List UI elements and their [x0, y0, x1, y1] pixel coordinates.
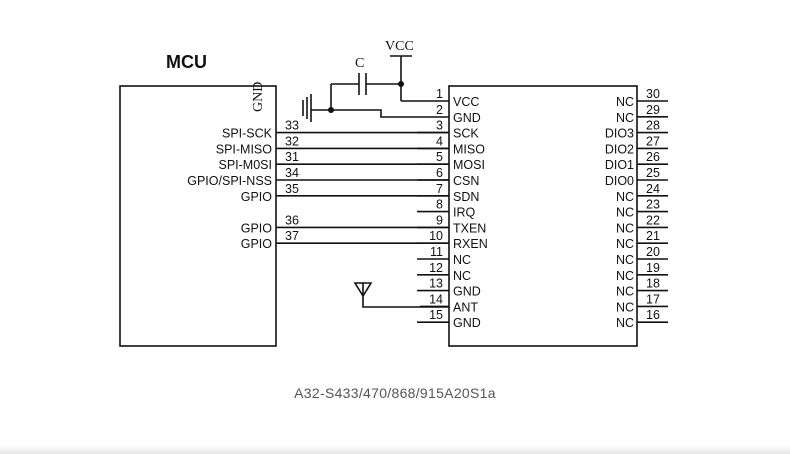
- module-pin-label: IRQ: [453, 206, 476, 220]
- module-pin-label: NC: [616, 206, 634, 220]
- mcu-pin-label: SPI-SCK: [222, 127, 273, 141]
- module-pin-label: TXEN: [453, 221, 486, 235]
- mcu-pin-number: 35: [285, 182, 299, 196]
- module-pin-label: GND: [453, 285, 481, 299]
- module-pin-label: SCK: [453, 127, 479, 141]
- mcu-pin-number: 34: [285, 166, 299, 180]
- module-pin-label: RXEN: [453, 237, 488, 251]
- module-pin-number: 19: [646, 261, 660, 275]
- module-pin-number: 8: [436, 198, 443, 212]
- mcu-pin-number: 31: [285, 150, 299, 164]
- module-pin-number: 17: [646, 292, 660, 306]
- module-pin-number: 20: [646, 245, 660, 259]
- module-pin-number: 4: [436, 134, 443, 148]
- mcu-gnd-label: GND: [251, 82, 266, 112]
- mcu-pin-number: 32: [285, 134, 299, 148]
- module-pin-number: 5: [436, 150, 443, 164]
- mcu-pin-label: GPIO/SPI-NSS: [187, 174, 272, 188]
- module-pin-label: ANT: [453, 300, 478, 314]
- module-pin-number: 26: [646, 150, 660, 164]
- module-pin-number: 30: [646, 87, 660, 101]
- module-pin-number: 1: [436, 87, 443, 101]
- mcu-pin-label: SPI-MISO: [216, 142, 273, 156]
- module-pin-number: 6: [436, 166, 443, 180]
- module-pin-label: GND: [453, 316, 481, 330]
- module-pin-number: 29: [646, 103, 660, 117]
- mcu-pin-number: 36: [285, 213, 299, 227]
- module-pin-label: NC: [453, 253, 471, 267]
- module-pin-label: GND: [453, 111, 481, 125]
- module-pin-label: SDN: [453, 190, 479, 204]
- module-pin-label: NC: [616, 269, 634, 283]
- module-pin-label: DIO2: [605, 142, 634, 156]
- module-pin-label: NC: [616, 316, 634, 330]
- module-pin-number: 24: [646, 182, 660, 196]
- module-pin-number: 13: [429, 277, 443, 291]
- module-pin-label: DIO0: [605, 174, 634, 188]
- module-pin-label: NC: [616, 111, 634, 125]
- module-pin-number: 12: [429, 261, 443, 275]
- module-pin-number: 28: [646, 119, 660, 133]
- mcu-pin-label: SPI-M0SI: [219, 158, 273, 172]
- module-pin-label: DIO3: [605, 127, 634, 141]
- module-pin-number: 3: [436, 119, 443, 133]
- cap-label: C: [355, 56, 364, 71]
- module-pin-label: NC: [616, 95, 634, 109]
- module-pin-label: NC: [616, 285, 634, 299]
- mcu-block: [119, 85, 277, 347]
- module-pin-label: NC: [453, 269, 471, 283]
- module-pin-label: NC: [616, 190, 634, 204]
- module-pin-label: NC: [616, 253, 634, 267]
- module-pin-number: 18: [646, 277, 660, 291]
- module-pin-number: 22: [646, 213, 660, 227]
- vcc-label: VCC: [385, 39, 414, 54]
- module-pin-label: NC: [616, 300, 634, 314]
- module-pin-number: 2: [436, 103, 443, 117]
- module-pin-label: NC: [616, 221, 634, 235]
- mcu-pin-number: 33: [285, 119, 299, 133]
- module-pin-label: CSN: [453, 174, 479, 188]
- mcu-title: MCU: [166, 52, 207, 72]
- module-pin-number: 7: [436, 182, 443, 196]
- module-pin-number: 10: [429, 229, 443, 243]
- module-caption: A32-S433/470/868/915A20S1a: [294, 385, 496, 401]
- module-block: [448, 85, 638, 347]
- mcu-pin-label: GPIO: [241, 237, 273, 251]
- module-pin-number: 25: [646, 166, 660, 180]
- module-pin-number: 11: [430, 245, 443, 259]
- module-pin-label: NC: [616, 237, 634, 251]
- module-pin-number: 14: [429, 292, 443, 306]
- module-right-pins: 30NC29NC28DIO327DIO226DIO125DIO024NC23NC…: [605, 87, 668, 330]
- bottom-edge: [0, 446, 790, 454]
- module-pin-label: MOSI: [453, 158, 485, 172]
- module-pin-number: 15: [429, 308, 443, 322]
- module-pin-number: 23: [646, 198, 660, 212]
- gnd-pin-wire: [331, 109, 449, 118]
- mcu-pin-label: GPIO: [241, 190, 273, 204]
- module-pin-number: 21: [646, 229, 660, 243]
- module-pin-number: 9: [436, 213, 443, 227]
- module-pin-number: 16: [646, 308, 660, 322]
- mcu-pin-number: 37: [285, 229, 299, 243]
- mcu-pin-label: GPIO: [241, 221, 273, 235]
- module-pin-label: DIO1: [605, 158, 634, 172]
- module-pin-number: 27: [646, 134, 660, 148]
- module-pin-label: VCC: [453, 95, 479, 109]
- module-pin-label: MISO: [453, 142, 485, 156]
